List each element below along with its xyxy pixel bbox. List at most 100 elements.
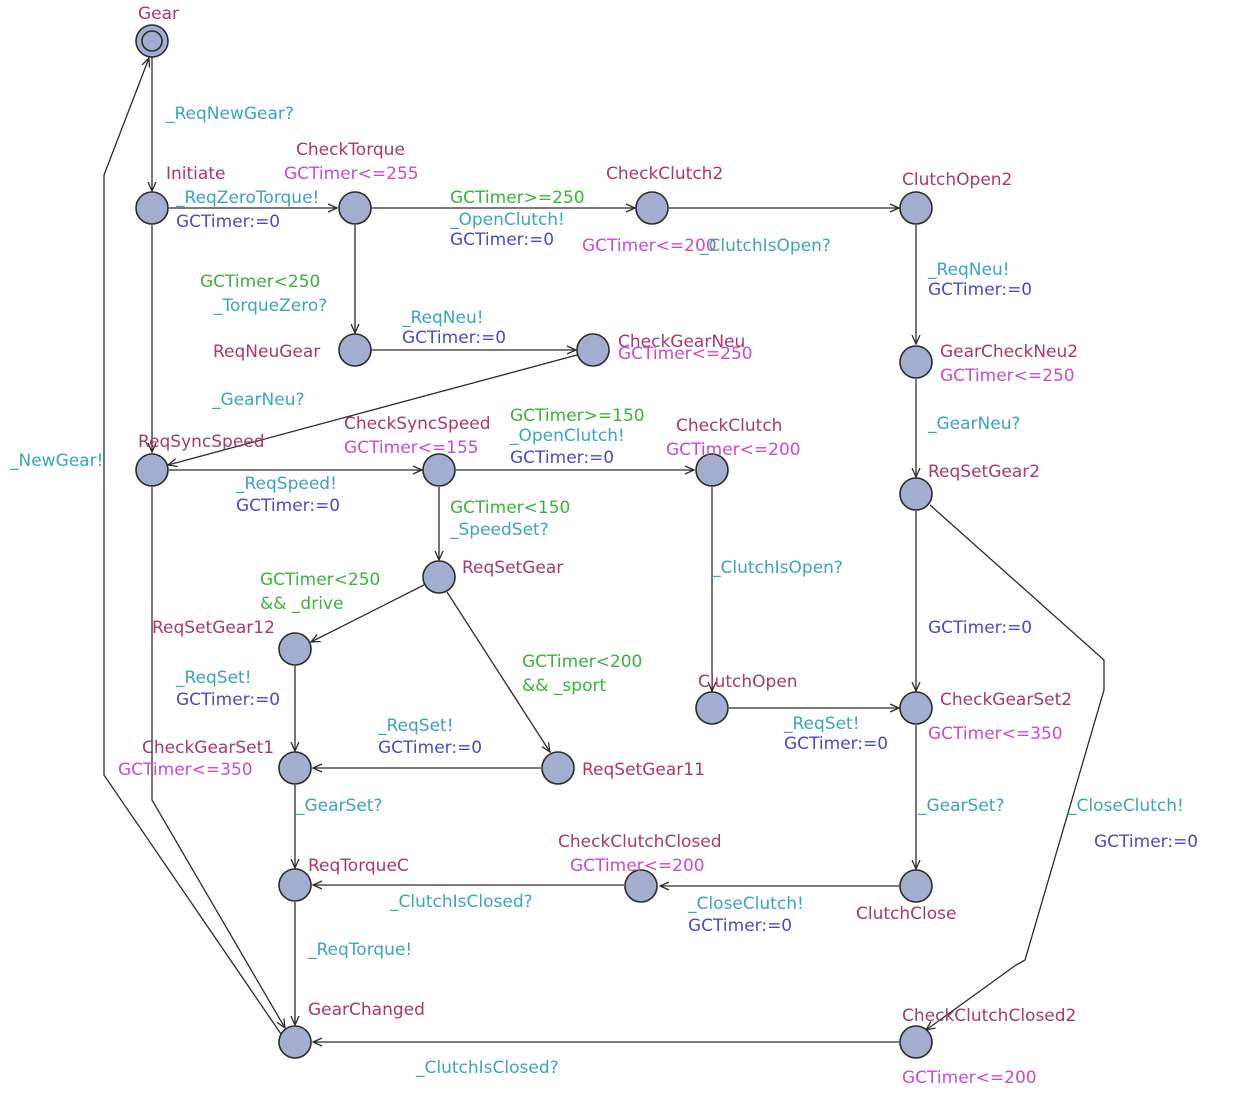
location-req-set-gear11[interactable]: [541, 751, 575, 785]
invariant-gear-check-neu2: GCTimer<=250: [940, 366, 1075, 386]
location-gear-check-neu2[interactable]: [899, 345, 933, 379]
location-check-clutch[interactable]: [695, 453, 729, 487]
label-req-torque-c: ReqTorqueC: [308, 856, 409, 876]
edge-checkgearneu-reqsyncspeed: [168, 354, 578, 465]
location-labels: Gear Initiate CheckTorque GCTimer<=255 C…: [118, 4, 1078, 1088]
edges: [103, 57, 1105, 1042]
sync-checktorque-reqneugear: _TorqueZero?: [213, 296, 327, 316]
invariant-check-torque: GCTimer<=255: [284, 164, 419, 184]
edge-reqsetgear-reqsetgear11: [446, 591, 550, 752]
guard-checksyncspeed-reqsetgear: GCTimer<150: [450, 498, 570, 518]
assign-reqsetgear2-checkgearset2: GCTimer:=0: [928, 618, 1032, 638]
invariant-check-gear-set1: GCTimer<=350: [118, 760, 253, 780]
sync-clutchclose-checkclutchclosed: _CloseClutch!: [687, 894, 804, 914]
label-check-clutch: CheckClutch: [676, 416, 782, 436]
sync-checkclutch-clutchopen: _ClutchIsOpen?: [711, 558, 843, 578]
sync-checkgearneu-reqsyncspeed: _GearNeu?: [211, 390, 305, 410]
invariant-check-gear-neu: GCTimer<=250: [618, 344, 753, 364]
sync-reqneugear-checkgearneu: _ReqNeu!: [401, 308, 484, 328]
guard1-reqsetgear-reqsetgear12: GCTimer<250: [260, 570, 380, 590]
edge-reqsetgear2-checkclutchclosed2: [926, 504, 1105, 1030]
sync-checkgearset1-reqtorquec: _GearSet?: [295, 796, 382, 816]
sync-gearchanged-gear: _NewGear!: [9, 451, 103, 471]
assign-clutchopen-checkgearset2: GCTimer:=0: [784, 734, 888, 754]
sync-initiate-checktorque: _ReqZeroTorque!: [175, 188, 319, 208]
edge-reqsetgear-reqsetgear12: [311, 584, 425, 642]
sync-checkclutchclosed2-gearchanged: _ClutchIsClosed?: [415, 1058, 559, 1078]
sync-checksyncspeed-reqsetgear: _SpeedSet?: [449, 520, 549, 540]
invariant-check-clutch: GCTimer<=200: [666, 440, 801, 460]
location-req-set-gear2[interactable]: [899, 477, 933, 511]
label-check-torque: CheckTorque: [296, 140, 405, 160]
sync-reqtorquec-gearchanged: _ReqTorque!: [307, 940, 412, 960]
sync-checksyncspeed-checkclutch: _OpenClutch!: [509, 426, 625, 446]
location-check-clutch-closed2[interactable]: [899, 1025, 933, 1059]
invariant-check-sync-speed: GCTimer<=155: [344, 438, 479, 458]
guard2-reqsetgear-reqsetgear11: && _sport: [522, 676, 606, 696]
edge-labels: _ReqNewGear? _ReqZeroTorque! GCTimer:=0 …: [9, 104, 1198, 1078]
location-initiate[interactable]: [135, 191, 169, 225]
label-clutch-close: ClutchClose: [856, 904, 956, 924]
label-check-gear-set2: CheckGearSet2: [940, 690, 1072, 710]
invariant-check-clutch-closed2: GCTimer<=200: [902, 1068, 1037, 1088]
location-req-set-gear12[interactable]: [278, 632, 312, 666]
guard-checksyncspeed-checkclutch: GCTimer>=150: [510, 406, 645, 426]
assign-reqsyncspeed-checksyncspeed: GCTimer:=0: [236, 496, 340, 516]
assign-clutchclose-checkclutchclosed: GCTimer:=0: [688, 916, 792, 936]
sync-reqsetgear12-checkgearset1: _ReqSet!: [175, 668, 252, 688]
label-req-set-gear12: ReqSetGear12: [152, 618, 275, 638]
location-clutch-open2[interactable]: [899, 191, 933, 225]
location-gear-changed[interactable]: [278, 1025, 312, 1059]
location-check-gear-set2[interactable]: [899, 691, 933, 725]
assign-checksyncspeed-checkclutch: GCTimer:=0: [510, 448, 614, 468]
guard-checktorque-checkclutch2: GCTimer>=250: [450, 188, 585, 208]
label-initiate: Initiate: [166, 164, 225, 184]
location-check-clutch-closed[interactable]: [624, 869, 658, 903]
label-check-clutch-closed2: CheckClutchClosed2: [902, 1006, 1076, 1026]
location-req-sync-speed[interactable]: [135, 453, 169, 487]
assign-checktorque-checkclutch2: GCTimer:=0: [450, 230, 554, 250]
sync-reqsyncspeed-checksyncspeed: _ReqSpeed!: [235, 474, 337, 494]
label-gear-check-neu2: GearCheckNeu2: [940, 342, 1078, 362]
location-check-sync-speed[interactable]: [422, 453, 456, 487]
location-req-neu-gear[interactable]: [338, 333, 372, 367]
label-check-gear-neu: CheckGearNeu: [618, 332, 745, 352]
label-req-set-gear2: ReqSetGear2: [928, 462, 1040, 482]
location-clutch-open[interactable]: [695, 691, 729, 725]
location-req-set-gear[interactable]: [422, 560, 456, 594]
guard-checktorque-reqneugear: GCTimer<250: [200, 272, 320, 292]
sync-clutchopen2-gearcheckneu2: _ReqNeu!: [927, 260, 1010, 280]
guard2-reqsetgear-reqsetgear12: && _drive: [260, 594, 343, 614]
sync-checkclutchclosed-reqtorquec: _ClutchIsClosed?: [389, 892, 533, 912]
location-check-gear-neu[interactable]: [576, 333, 610, 367]
invariant-check-clutch2: GCTimer<=200: [582, 236, 717, 256]
guard1-reqsetgear-reqsetgear11: GCTimer<200: [522, 652, 642, 672]
location-gear[interactable]: [135, 24, 169, 58]
label-check-gear-set1: CheckGearSet1: [142, 738, 274, 758]
edge-reqsyncspeed-gearchanged: [151, 487, 285, 1028]
sync-clutchopen-checkgearset2: _ReqSet!: [783, 714, 860, 734]
sync-reqsetgear11-checkgearset1: _ReqSet!: [377, 716, 454, 736]
label-gear-changed: GearChanged: [308, 1000, 425, 1020]
label-check-clutch2: CheckClutch2: [606, 164, 723, 184]
location-check-torque[interactable]: [338, 191, 372, 225]
locations: [135, 24, 933, 1059]
label-clutch-open: ClutchOpen: [698, 672, 798, 692]
assign-initiate-checktorque: GCTimer:=0: [176, 212, 280, 232]
label-req-sync-speed: ReqSyncSpeed: [138, 432, 265, 452]
edge-gearchanged-gear: [103, 58, 282, 1035]
location-check-clutch2[interactable]: [635, 191, 669, 225]
label-req-neu-gear: ReqNeuGear: [213, 342, 320, 362]
location-req-torque-c[interactable]: [278, 868, 312, 902]
label-req-set-gear: ReqSetGear: [462, 558, 563, 578]
assign-reqsetgear12-checkgearset1: GCTimer:=0: [176, 690, 280, 710]
assign-clutchopen2-gearcheckneu2: GCTimer:=0: [928, 280, 1032, 300]
location-clutch-close[interactable]: [899, 869, 933, 903]
assign-reqneugear-checkgearneu: GCTimer:=0: [402, 328, 506, 348]
invariant-check-gear-set2: GCTimer<=350: [928, 724, 1063, 744]
sync-reqsetgear2-checkclutchclosed2: _CloseClutch!: [1067, 796, 1184, 816]
label-check-clutch-closed: CheckClutchClosed: [558, 832, 722, 852]
sync-checkclutch2-clutchopen2: _ClutchIsOpen?: [699, 236, 831, 256]
location-check-gear-set1[interactable]: [278, 751, 312, 785]
